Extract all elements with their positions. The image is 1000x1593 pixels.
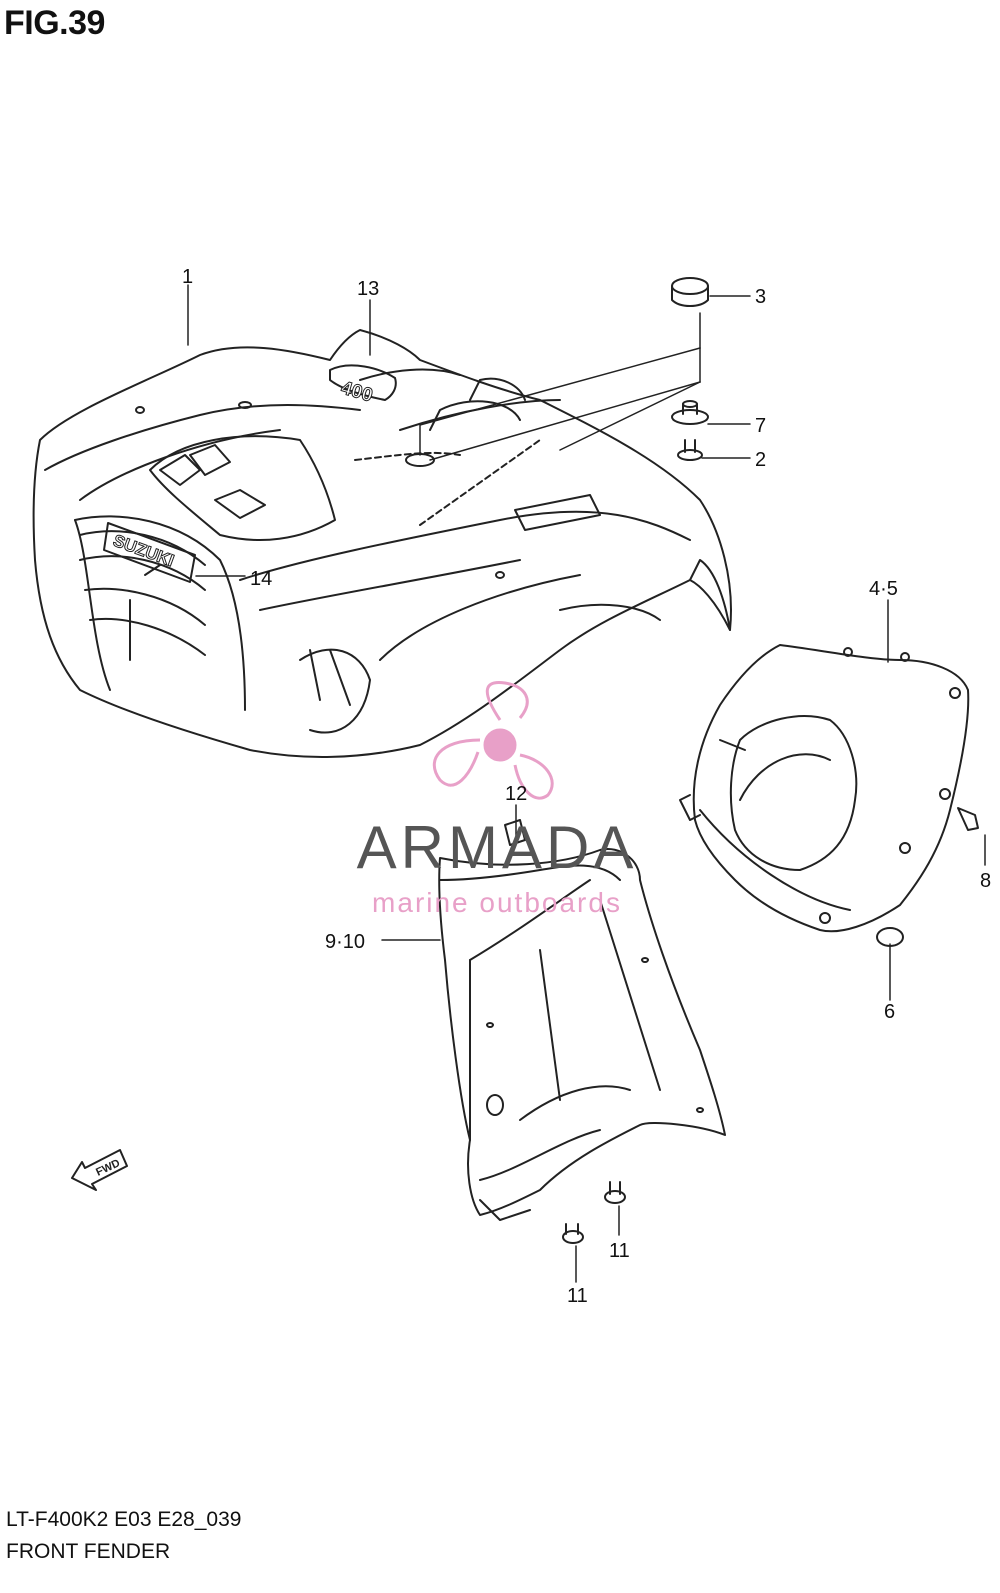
watermark-brand: ARMADA xyxy=(357,814,638,881)
bolt-part-8 xyxy=(957,807,979,831)
callout-7: 7 xyxy=(755,415,766,437)
callout-12: 12 xyxy=(505,783,527,805)
clip-part-11a xyxy=(604,1181,626,1204)
callout-2: 2 xyxy=(755,449,766,471)
emblem-400-text: 400 xyxy=(339,378,375,407)
callout-9-10: 9·10 xyxy=(325,931,365,953)
bolt-part-2 xyxy=(677,439,703,461)
callout-11b: 11 xyxy=(567,1285,588,1307)
callout-1: 1 xyxy=(182,266,193,288)
propeller-icon xyxy=(432,680,554,800)
diagram-code: LT-F400K2 E03 E28_039 xyxy=(6,1508,242,1531)
callout-3: 3 xyxy=(755,286,766,308)
emblem-suzuki-part-14 xyxy=(103,522,196,583)
callout-14: 14 xyxy=(250,568,272,590)
fwd-arrow-icon: FWD xyxy=(71,1149,128,1191)
diagram-caption: FRONT FENDER xyxy=(6,1540,171,1563)
collar-part-7 xyxy=(671,400,709,425)
emblem-400-part-13 xyxy=(329,364,397,401)
figure-title: FIG.39 xyxy=(4,4,105,42)
front-fender-part-1 xyxy=(32,329,732,758)
armada-watermark: ARMADA marine outboards xyxy=(357,680,638,918)
leader-lines xyxy=(187,284,986,1283)
inner-panel-part-9-10 xyxy=(438,819,726,1221)
grommet-part-3 xyxy=(671,277,709,307)
side-panel-part-4-5 xyxy=(679,644,970,933)
callout-4-5: 4·5 xyxy=(869,578,898,600)
callout-8: 8 xyxy=(980,870,991,892)
watermark-tagline: marine outboards xyxy=(372,887,622,918)
clip-part-11b xyxy=(562,1223,584,1244)
callout-13: 13 xyxy=(357,278,379,300)
callout-11a: 11 xyxy=(609,1240,630,1262)
callout-6: 6 xyxy=(884,1001,895,1023)
